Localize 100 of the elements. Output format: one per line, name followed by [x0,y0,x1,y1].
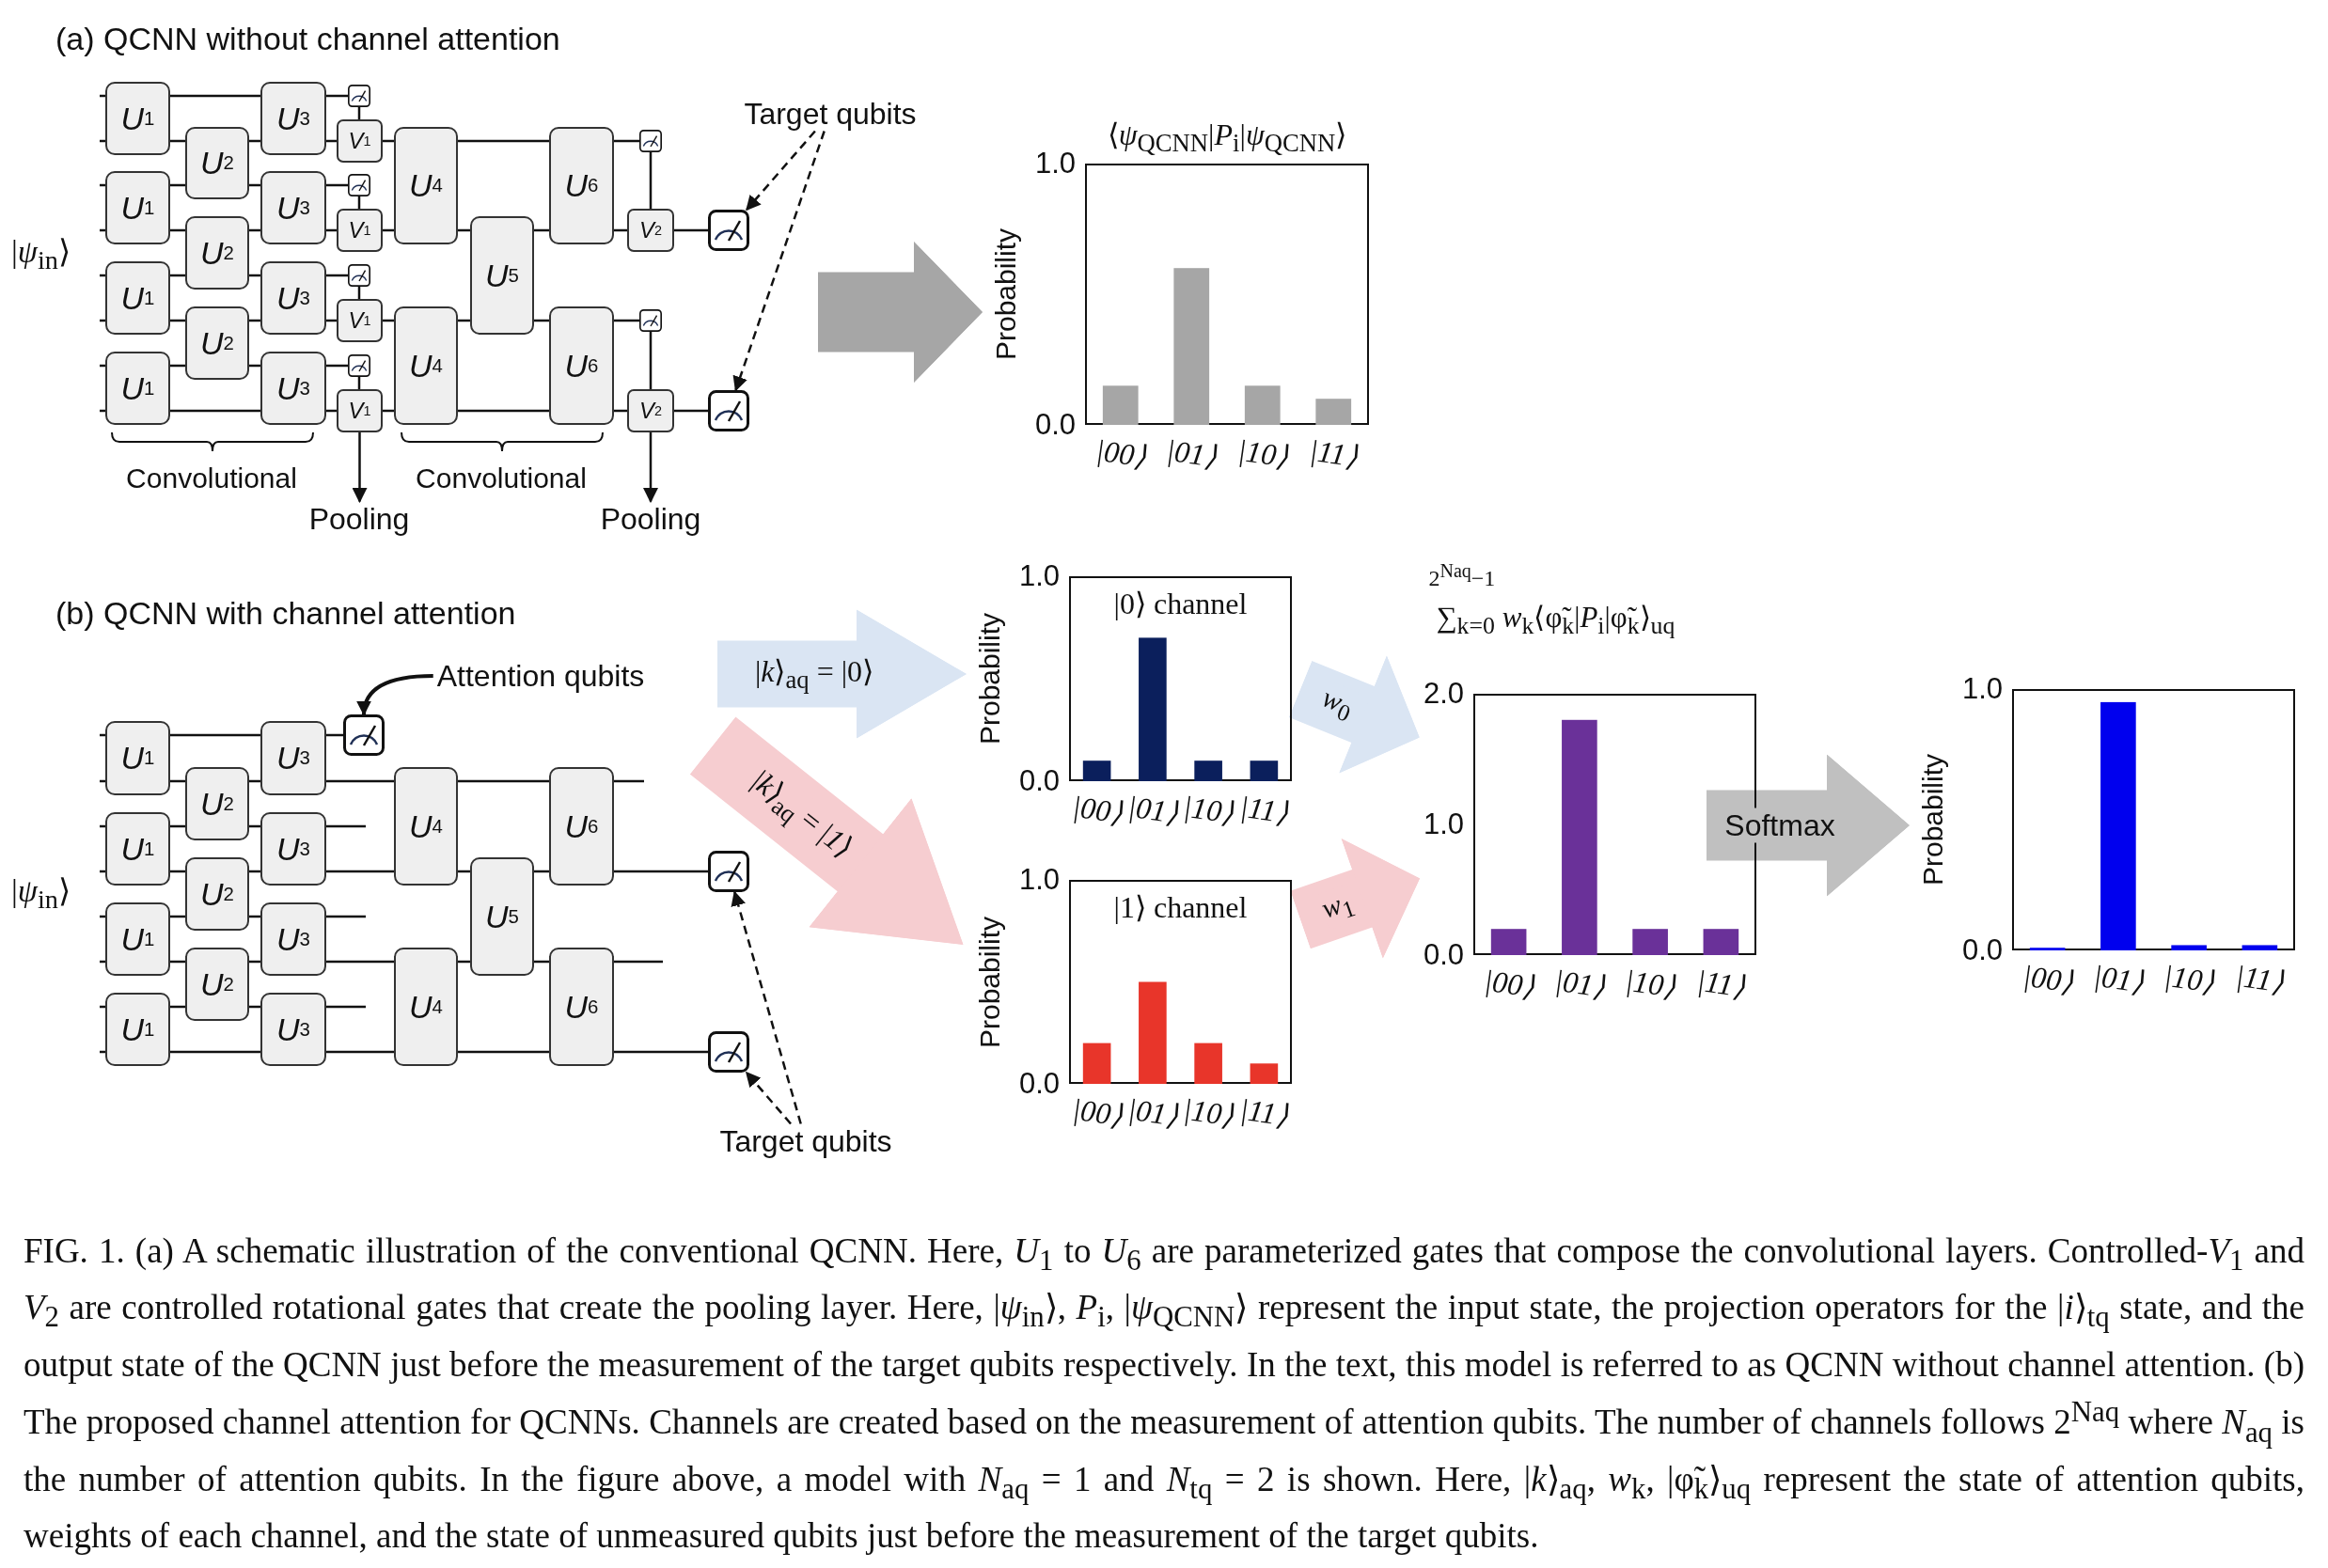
tick-label: 1.0 [1961,672,2003,706]
tick-label: 1.0 [1034,147,1076,180]
qubit-wire [326,779,394,783]
meter-icon [348,174,370,196]
edge-label: Softmax [1724,808,1835,843]
qubit-wire [614,870,708,873]
meter-icon [348,85,370,107]
category-label: |01⟩ [1552,962,1607,1005]
category-label: |10⟩ [1623,962,1677,1005]
qubit-wire [614,779,644,783]
layer-label: Convolutional [416,463,587,494]
qubit-wire [458,1050,549,1054]
axis-title: Probability [990,227,1022,361]
state-label: |ψ$_{in}$⟩ [11,232,71,276]
callout-text: Target qubits [719,1123,892,1159]
meter-icon [348,264,370,287]
category-label: |00⟩ [1069,1090,1125,1134]
qubit-wire [326,274,348,277]
qubit-wire [674,228,708,232]
meter-icon [708,210,749,251]
qubit-wire [326,364,348,368]
arrow [643,432,658,504]
panel-title: (b) QCNN with channel attention [55,594,516,632]
qubit-wire [458,409,549,413]
category-label: |11⟩ [1694,962,1747,1005]
block-arrow [689,716,964,945]
callout-text: Pooling [600,501,701,537]
dashed-arrow [746,130,816,212]
category-label: |10⟩ [2162,957,2216,1000]
block-arrow [818,242,983,383]
block-arrow [1290,838,1421,959]
block-arrow [1707,754,1910,897]
category-label: |10⟩ [1235,431,1290,475]
qubit-wire [326,183,348,187]
category-label: |11⟩ [1237,788,1290,831]
qubit-wire [326,94,348,98]
dashed-arrow [745,1071,792,1125]
sum-limit: 2$^{Naq}$−1 [1428,560,1496,591]
block-arrow [717,609,967,739]
tick-label: 0.0 [1018,764,1060,798]
category-label: |00⟩ [1069,788,1125,831]
tick-label: 2.0 [1423,677,1464,711]
qubit-wire [326,870,394,873]
tick-label: 1.0 [1423,808,1464,841]
qubit-wire [326,960,394,964]
category-label: |00⟩ [1481,962,1536,1005]
qubit-wire [458,779,549,783]
tick-label: 1.0 [1018,863,1060,897]
category-label: |10⟩ [1181,1090,1235,1134]
qubit-wire [614,319,639,322]
dashed-arrow [731,890,802,1124]
axis-title: Probability [1917,753,1949,886]
qubit-wire [170,733,260,737]
chart-title: |1⟩ channel [1113,889,1248,925]
state-label: |ψ$_{in}$⟩ [11,871,71,916]
meter-icon [708,1031,749,1073]
meter-icon [343,714,385,756]
qubit-wire [326,1005,366,1009]
qubit-wire [170,94,260,98]
category-label: |11⟩ [1237,1090,1290,1134]
meter-icon [348,354,370,377]
layer-label: Convolutional [126,463,297,494]
tick-label: 0.0 [1034,408,1076,442]
axis-title: Probability [974,612,1006,745]
qubit-wire [614,1050,708,1054]
category-label: |01⟩ [1164,431,1219,475]
meter-icon [639,130,662,152]
figure-caption: FIG. 1. (a) A schematic illustration of the conventional QCNN. Here, U$_{1}$ to U$_{6}$ are parameterized gates that compose the convolutional layers. Controlled-V$_{1}$ and V$_{2}$ are controlled rotational gates that create the pooling layer. Here, |ψ$_{in}$⟩, P$_{i}$, |ψ$_{QCNN}$⟩ represent the input state, the projection operators for the |i⟩$_{tq}$ state, and the output state of the QCNN just before the measurement of the target qubits respectively. In the text, this model is referred to as QCNN without channel attention. (b) The proposed channel attention for QCNNs. Channels are created based on the measurement of attention qubits. The number of channels follows 2$^{Naq}$ where N$_{aq}$ is the number of attention qubits. In the figure above, a model with N$_{aq}$ = 1 and N$_{tq}$ = 2 is shown. Here, |k⟩$_{aq}$, w$_{k}$, |φ̃$_{k}$⟩$_{uq}$ represent the state of attention qubits, weights of each channel, and the state of unmeasured qubits just before the measurement of the target qubits. [24,1231,2304,1557]
tick-label: 0.0 [1961,933,2003,967]
callout-text: Attention qubits [436,658,645,694]
qubit-wire [614,139,639,143]
category-label: |11⟩ [1307,431,1360,475]
category-label: |00⟩ [2020,957,2075,1000]
meter-icon [708,851,749,892]
arrow [352,432,368,504]
qubit-wire [458,139,549,143]
tick-label: 1.0 [1018,559,1060,593]
tick-label: 0.0 [1018,1067,1060,1101]
qubit-wire [674,409,708,413]
qubit-wire [170,409,260,413]
control-line [649,152,653,209]
axis-title: Probability [974,916,1006,1048]
panel-title: (a) QCNN without channel attention [55,20,560,57]
category-label: |01⟩ [2091,957,2146,1000]
qubit-wire [326,915,366,918]
callout-text: Pooling [308,501,410,537]
meter-icon [639,309,662,332]
category-label: |01⟩ [1125,1090,1180,1134]
category-label: |00⟩ [1093,431,1148,475]
meter-icon [708,390,749,431]
chart-title: |0⟩ channel [1113,586,1248,621]
qubit-wire [614,960,663,964]
arrow [357,674,433,716]
category-label: |11⟩ [2233,957,2286,1000]
qubit-wire [326,1050,394,1054]
tick-label: 0.0 [1423,938,1464,972]
control-line [649,332,653,389]
qubit-wire [170,1050,260,1054]
dashed-arrow [732,131,826,392]
qubit-wire [326,824,366,828]
